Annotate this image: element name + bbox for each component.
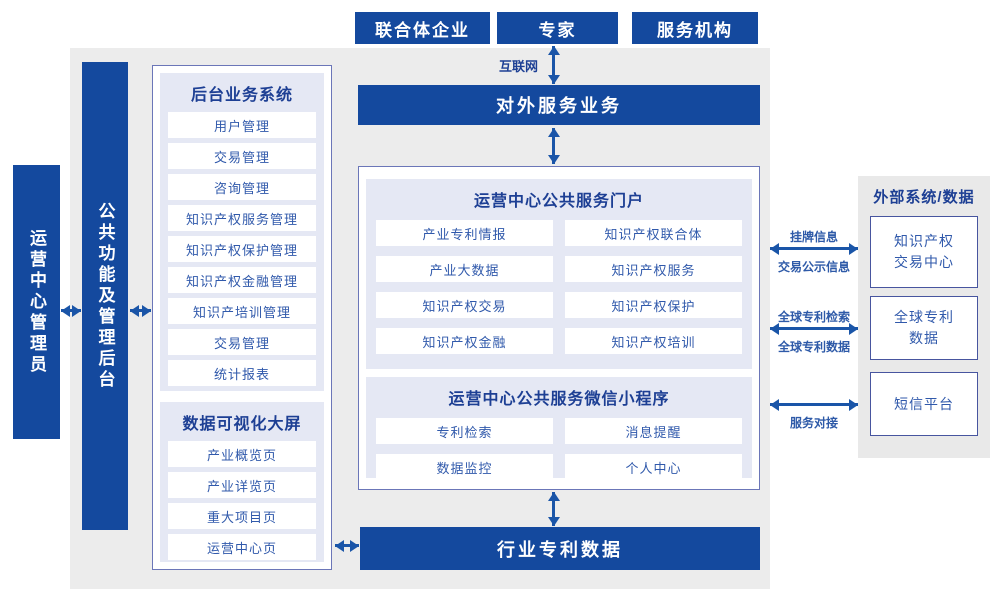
mini-item-patent-search: 专利检索: [376, 418, 553, 444]
ext-box-line: 知识产权: [894, 233, 954, 249]
portal-panel: 运营中心公共服务门户 产业专利情报 知识产权联合体 产业大数据 知识产权服务 知…: [366, 179, 752, 369]
backend-item-ip-training-mgmt: 知识产培训管理: [168, 298, 316, 324]
mini-item-data-monitor: 数据监控: [376, 454, 553, 480]
backend-system-panel: 后台业务系统 用户管理 交易管理 咨询管理 知识产权服务管理 知识产权保护管理 …: [160, 73, 324, 391]
backend-item-consult-mgmt: 咨询管理: [168, 174, 316, 200]
internet-label: 互联网: [498, 59, 538, 74]
ext-box-sms-platform: 短信平台: [870, 372, 978, 436]
link3-bottom-label: 服务对接: [789, 416, 838, 430]
admin-backend-arrow-icon: [61, 309, 81, 312]
screen-item-major-projects: 重大项目页: [168, 503, 316, 529]
ext-box-line: 数据: [909, 330, 939, 346]
backend-system-title: 后台业务系统: [190, 87, 293, 104]
portal-item-industry-big-data: 产业大数据: [376, 256, 553, 282]
portal-items: 产业专利情报 知识产权联合体 产业大数据 知识产权服务 知识产权交易 知识产权保…: [366, 211, 752, 354]
link2-bottom-label: 全球专利数据: [777, 340, 850, 354]
backend-container-arrow-icon: [130, 309, 151, 312]
ext-box-line: 全球专利: [894, 309, 954, 325]
industry-patent-data-bar: 行业专利数据: [360, 527, 760, 570]
screen-item-operation-center: 运营中心页: [168, 534, 316, 560]
role-public-function-backend: 公共功能及管理后台: [82, 62, 128, 530]
miniprogram-title: 运营中心公共服务微信小程序: [448, 391, 670, 408]
portal-item-ip-trade: 知识产权交易: [376, 292, 553, 318]
screen-item-industry-overview: 产业概览页: [168, 441, 316, 467]
actor-experts: 专家: [497, 12, 618, 44]
screen-item-industry-detail: 产业详览页: [168, 472, 316, 498]
portal-item-ip-consortium: 知识产权联合体: [565, 220, 742, 246]
link1-top-label: 挂牌信息: [789, 230, 838, 244]
backend-item-user-mgmt: 用户管理: [168, 112, 316, 138]
backend-item-statistics-report: 统计报表: [168, 360, 316, 386]
container-patentbar-h-arrow-icon: [335, 544, 359, 547]
mini-item-message-notify: 消息提醒: [565, 418, 742, 444]
link2-top-label: 全球专利检索: [777, 310, 850, 324]
backend-item-ip-service-mgmt: 知识产权服务管理: [168, 205, 316, 231]
container-patentbar-arrow-icon: [552, 492, 555, 526]
portal-item-ip-finance: 知识产权金融: [376, 328, 553, 354]
portal-item-ip-training: 知识产权培训: [565, 328, 742, 354]
internet-arrow-icon: [552, 46, 555, 84]
backend-item-ip-finance-mgmt: 知识产权金融管理: [168, 267, 316, 293]
data-screen-panel: 数据可视化大屏 产业概览页 产业详览页 重大项目页 运营中心页: [160, 402, 324, 562]
external-systems-title: 外部系统/数据: [873, 189, 975, 206]
service-portal-arrow-icon: [552, 128, 555, 164]
portal-item-industry-patent-intel: 产业专利情报: [376, 220, 553, 246]
actor-service-agencies: 服务机构: [632, 12, 758, 44]
backend-item-ip-protection-mgmt: 知识产权保护管理: [168, 236, 316, 262]
data-screen-title: 数据可视化大屏: [182, 416, 302, 433]
portal-item-ip-service: 知识产权服务: [565, 256, 742, 282]
portal-item-ip-protection: 知识产权保护: [565, 292, 742, 318]
portal-title: 运营中心公共服务门户: [473, 193, 644, 210]
link1-bottom-label: 交易公示信息: [777, 260, 850, 274]
external-service-bar: 对外服务业务: [358, 85, 760, 125]
backend-item-trade-mgmt: 交易管理: [168, 143, 316, 169]
link2-arrow-icon: [770, 327, 858, 330]
miniprogram-panel: 运营中心公共服务微信小程序 专利检索 消息提醒 数据监控 个人中心: [366, 377, 752, 480]
mini-item-personal-center: 个人中心: [565, 454, 742, 480]
miniprogram-items: 专利检索 消息提醒 数据监控 个人中心: [366, 409, 752, 480]
data-screen-items: 产业概览页 产业详览页 重大项目页 运营中心页: [160, 434, 324, 560]
backend-item-trade-mgmt-2: 交易管理: [168, 329, 316, 355]
actor-consortium-enterprises: 联合体企业: [355, 12, 490, 44]
ext-box-line: 交易中心: [894, 254, 954, 270]
link1-arrow-icon: [770, 247, 858, 250]
ext-box-ip-trade-center: 知识产权 交易中心: [870, 216, 978, 288]
ext-box-global-patent-data: 全球专利 数据: [870, 296, 978, 360]
backend-system-items: 用户管理 交易管理 咨询管理 知识产权服务管理 知识产权保护管理 知识产权金融管…: [160, 105, 324, 386]
role-operation-center-admin: 运营中心管理员: [13, 165, 60, 439]
link3-arrow-icon: [770, 403, 858, 406]
ext-box-line: 短信平台: [894, 395, 954, 412]
